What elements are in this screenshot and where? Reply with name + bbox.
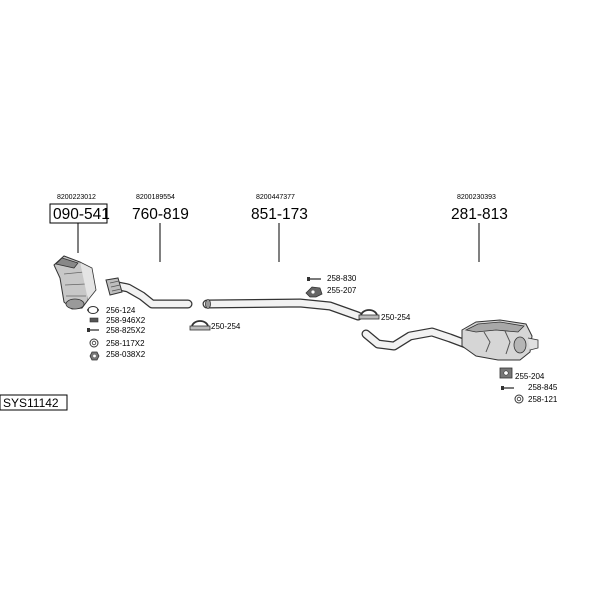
sealing-ring-icon	[514, 394, 524, 404]
rubber-mount-icon	[499, 367, 513, 379]
accessory-label[interactable]: 250-254	[381, 313, 411, 322]
hanger-bracket-icon	[305, 286, 323, 298]
centre-pipe[interactable]	[202, 298, 363, 321]
accessory-label[interactable]: 256-124	[106, 306, 136, 315]
accessory-label[interactable]: 258-845	[528, 383, 558, 392]
accessory-label[interactable]: 258-117X2	[106, 339, 145, 348]
oem-number-4: 8200230393	[457, 194, 496, 201]
system-code: SYS11142	[3, 396, 59, 410]
part-number-4[interactable]: 281-813	[451, 206, 508, 223]
nut-icon	[89, 317, 99, 323]
catalytic-converter[interactable]	[53, 255, 97, 310]
accessory-label[interactable]: 255-207	[327, 286, 357, 295]
front-pipe[interactable]	[105, 277, 193, 309]
system-code-box	[0, 394, 68, 411]
bolt-icon	[307, 277, 321, 281]
part-number-3[interactable]: 851-173	[251, 206, 308, 223]
accessory-label[interactable]: 250-254	[211, 322, 241, 331]
clamp-icon	[358, 309, 380, 320]
part-number-2[interactable]: 760-819	[132, 206, 189, 223]
sealing-ring-icon	[89, 338, 99, 348]
accessory-label[interactable]: 258-825X2	[106, 326, 146, 335]
bolt-icon	[501, 386, 514, 390]
accessory-label[interactable]: 258-121	[528, 395, 558, 404]
accessory-label[interactable]: 258-038X2	[106, 350, 146, 359]
hex-nut-icon	[89, 351, 100, 361]
accessory-label[interactable]: 258-946X2	[106, 316, 146, 325]
gasket-icon	[87, 306, 99, 314]
rear-silencer-assembly[interactable]	[361, 319, 539, 361]
bolt-icon	[87, 328, 99, 332]
part-number-1[interactable]: 090-541	[53, 206, 110, 223]
oem-number-2: 8200189554	[136, 194, 175, 201]
oem-number-3: 8200447377	[256, 194, 295, 201]
accessory-label[interactable]: 258-830	[327, 274, 357, 283]
accessory-label[interactable]: 255-204	[515, 372, 545, 381]
clamp-icon	[189, 320, 211, 331]
oem-number-1: 8200223012	[57, 194, 96, 201]
